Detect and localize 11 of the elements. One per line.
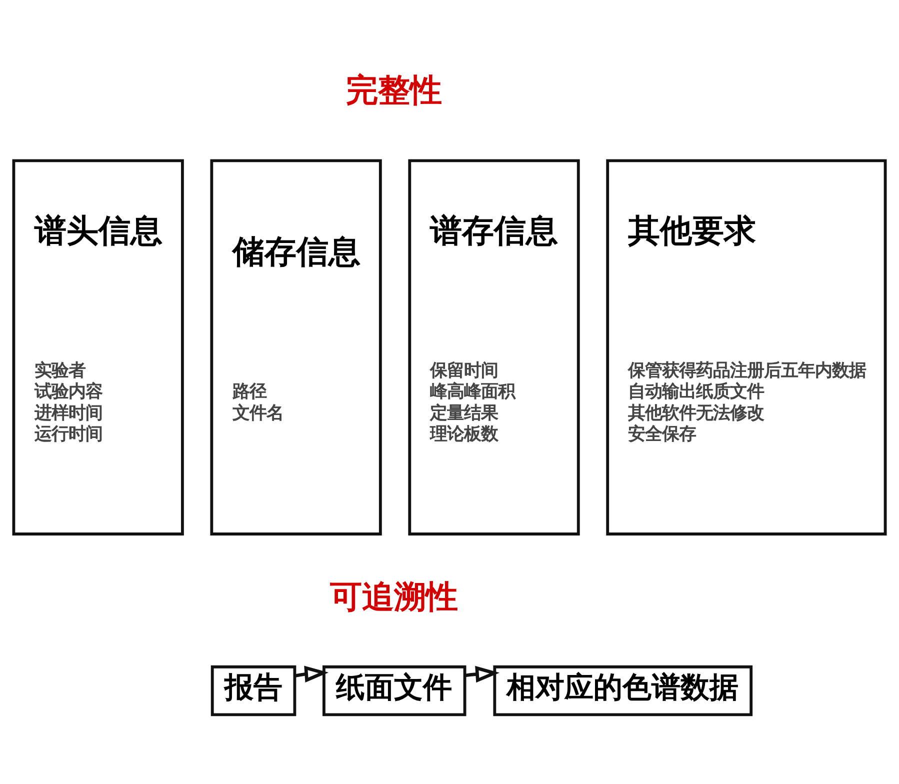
arrow — [294, 665, 329, 682]
arrow — [464, 665, 500, 682]
label: 可追溯性 — [330, 576, 458, 615]
node-box: 报告 — [210, 664, 296, 716]
node-box: 其他要求 保管获得药品注册后五年内数据 自动输出纸质文件 其他软件无法修改 安全保存 — [606, 158, 887, 535]
node-box: 相对应的色谱数据 — [493, 664, 753, 716]
node-box: 纸面文件 — [322, 664, 466, 716]
label: 完整性 — [346, 70, 442, 109]
node-box: 谱头信息 实验者 试验内容 进样时间 运行时间 — [12, 158, 184, 535]
node-box: 储存信息 路径 文件名 — [210, 158, 382, 535]
node-box: 谱存信息 保留时间 峰高峰面积 定量结果 理论板数 — [408, 158, 580, 535]
